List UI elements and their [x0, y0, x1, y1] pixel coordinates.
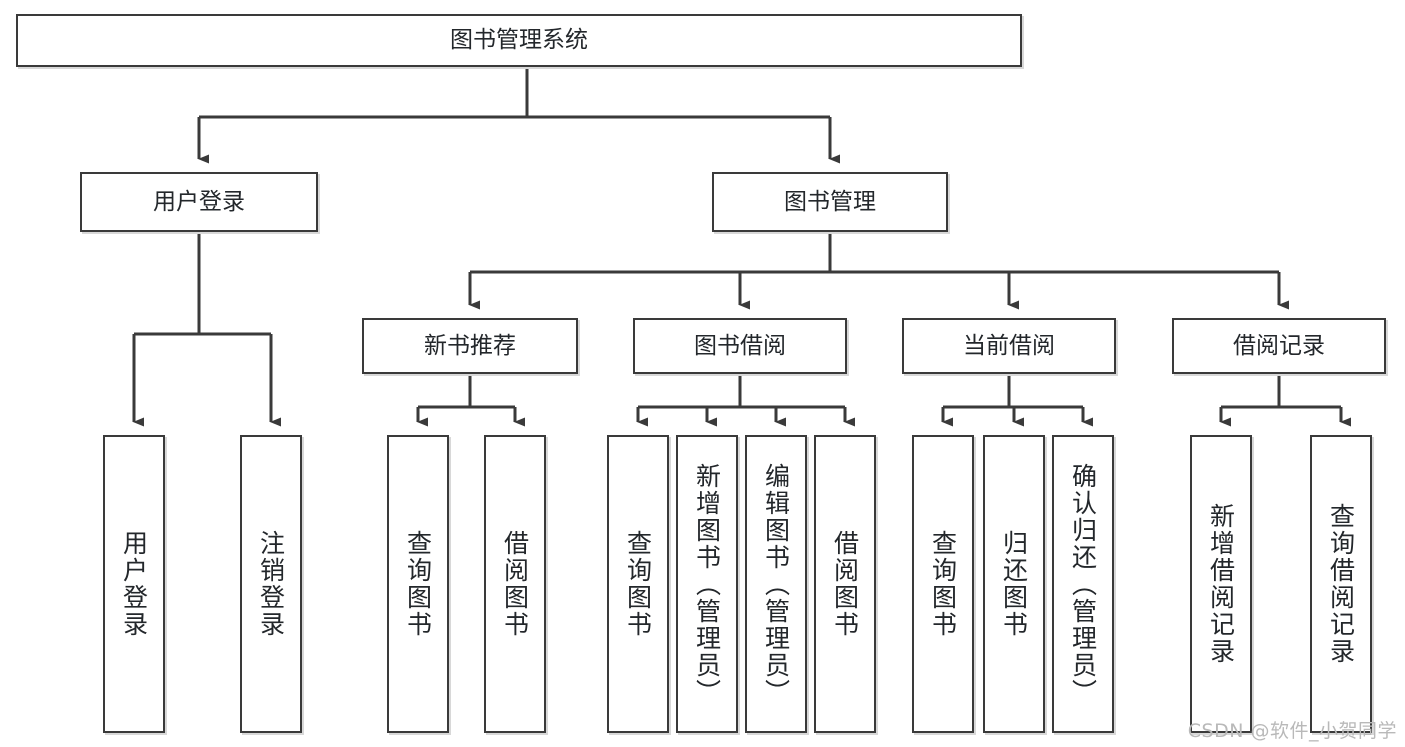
node-label: 注销登录	[256, 530, 286, 638]
node-label: 查询图书	[403, 530, 433, 638]
leaf-node[interactable]: 借阅图书	[484, 435, 546, 733]
branch-node[interactable]: 借阅记录	[1172, 318, 1386, 374]
node-label: 借阅记录	[1233, 332, 1325, 359]
node-label: 借阅图书	[830, 530, 860, 638]
leaf-node[interactable]: 查询图书	[387, 435, 449, 733]
branch-node[interactable]: 当前借阅	[902, 318, 1116, 374]
node-label: 新书推荐	[424, 332, 516, 359]
node-label: 借阅图书	[500, 530, 530, 638]
watermark-text: CSDN @软件_小贺同学	[1187, 720, 1397, 742]
node-label: 图书借阅	[694, 332, 786, 359]
node-label: 确认归还（管理员）	[1068, 462, 1098, 706]
leaf-node[interactable]: 新增借阅记录	[1190, 435, 1252, 733]
node-label: 查询借阅记录	[1326, 503, 1356, 665]
node-label: 编辑图书（管理员）	[761, 462, 791, 706]
node-label: 当前借阅	[963, 332, 1055, 359]
node-label: 用户登录	[153, 188, 245, 215]
leaf-node[interactable]: 借阅图书	[814, 435, 876, 733]
leaf-node[interactable]: 查询图书	[607, 435, 669, 733]
branch-node[interactable]: 图书管理	[712, 172, 948, 232]
branch-node[interactable]: 用户登录	[80, 172, 318, 232]
branch-node[interactable]: 图书借阅	[633, 318, 847, 374]
leaf-node[interactable]: 确认归还（管理员）	[1052, 435, 1114, 733]
leaf-node[interactable]: 新增图书（管理员）	[676, 435, 738, 733]
branch-node[interactable]: 图书管理系统	[16, 14, 1022, 67]
node-label: 图书管理	[784, 188, 876, 215]
leaf-node[interactable]: 归还图书	[983, 435, 1045, 733]
branch-node[interactable]: 新书推荐	[362, 318, 578, 374]
node-label: 新增图书（管理员）	[692, 462, 722, 706]
leaf-node[interactable]: 编辑图书（管理员）	[745, 435, 807, 733]
node-label: 用户登录	[119, 530, 149, 638]
node-label: 新增借阅记录	[1206, 503, 1236, 665]
node-label: 查询图书	[928, 530, 958, 638]
node-label: 查询图书	[623, 530, 653, 638]
node-label: 归还图书	[999, 530, 1029, 638]
node-label: 图书管理系统	[450, 27, 588, 54]
leaf-node[interactable]: 用户登录	[103, 435, 165, 733]
leaf-node[interactable]: 查询借阅记录	[1310, 435, 1372, 733]
leaf-node[interactable]: 注销登录	[240, 435, 302, 733]
leaf-node[interactable]: 查询图书	[912, 435, 974, 733]
